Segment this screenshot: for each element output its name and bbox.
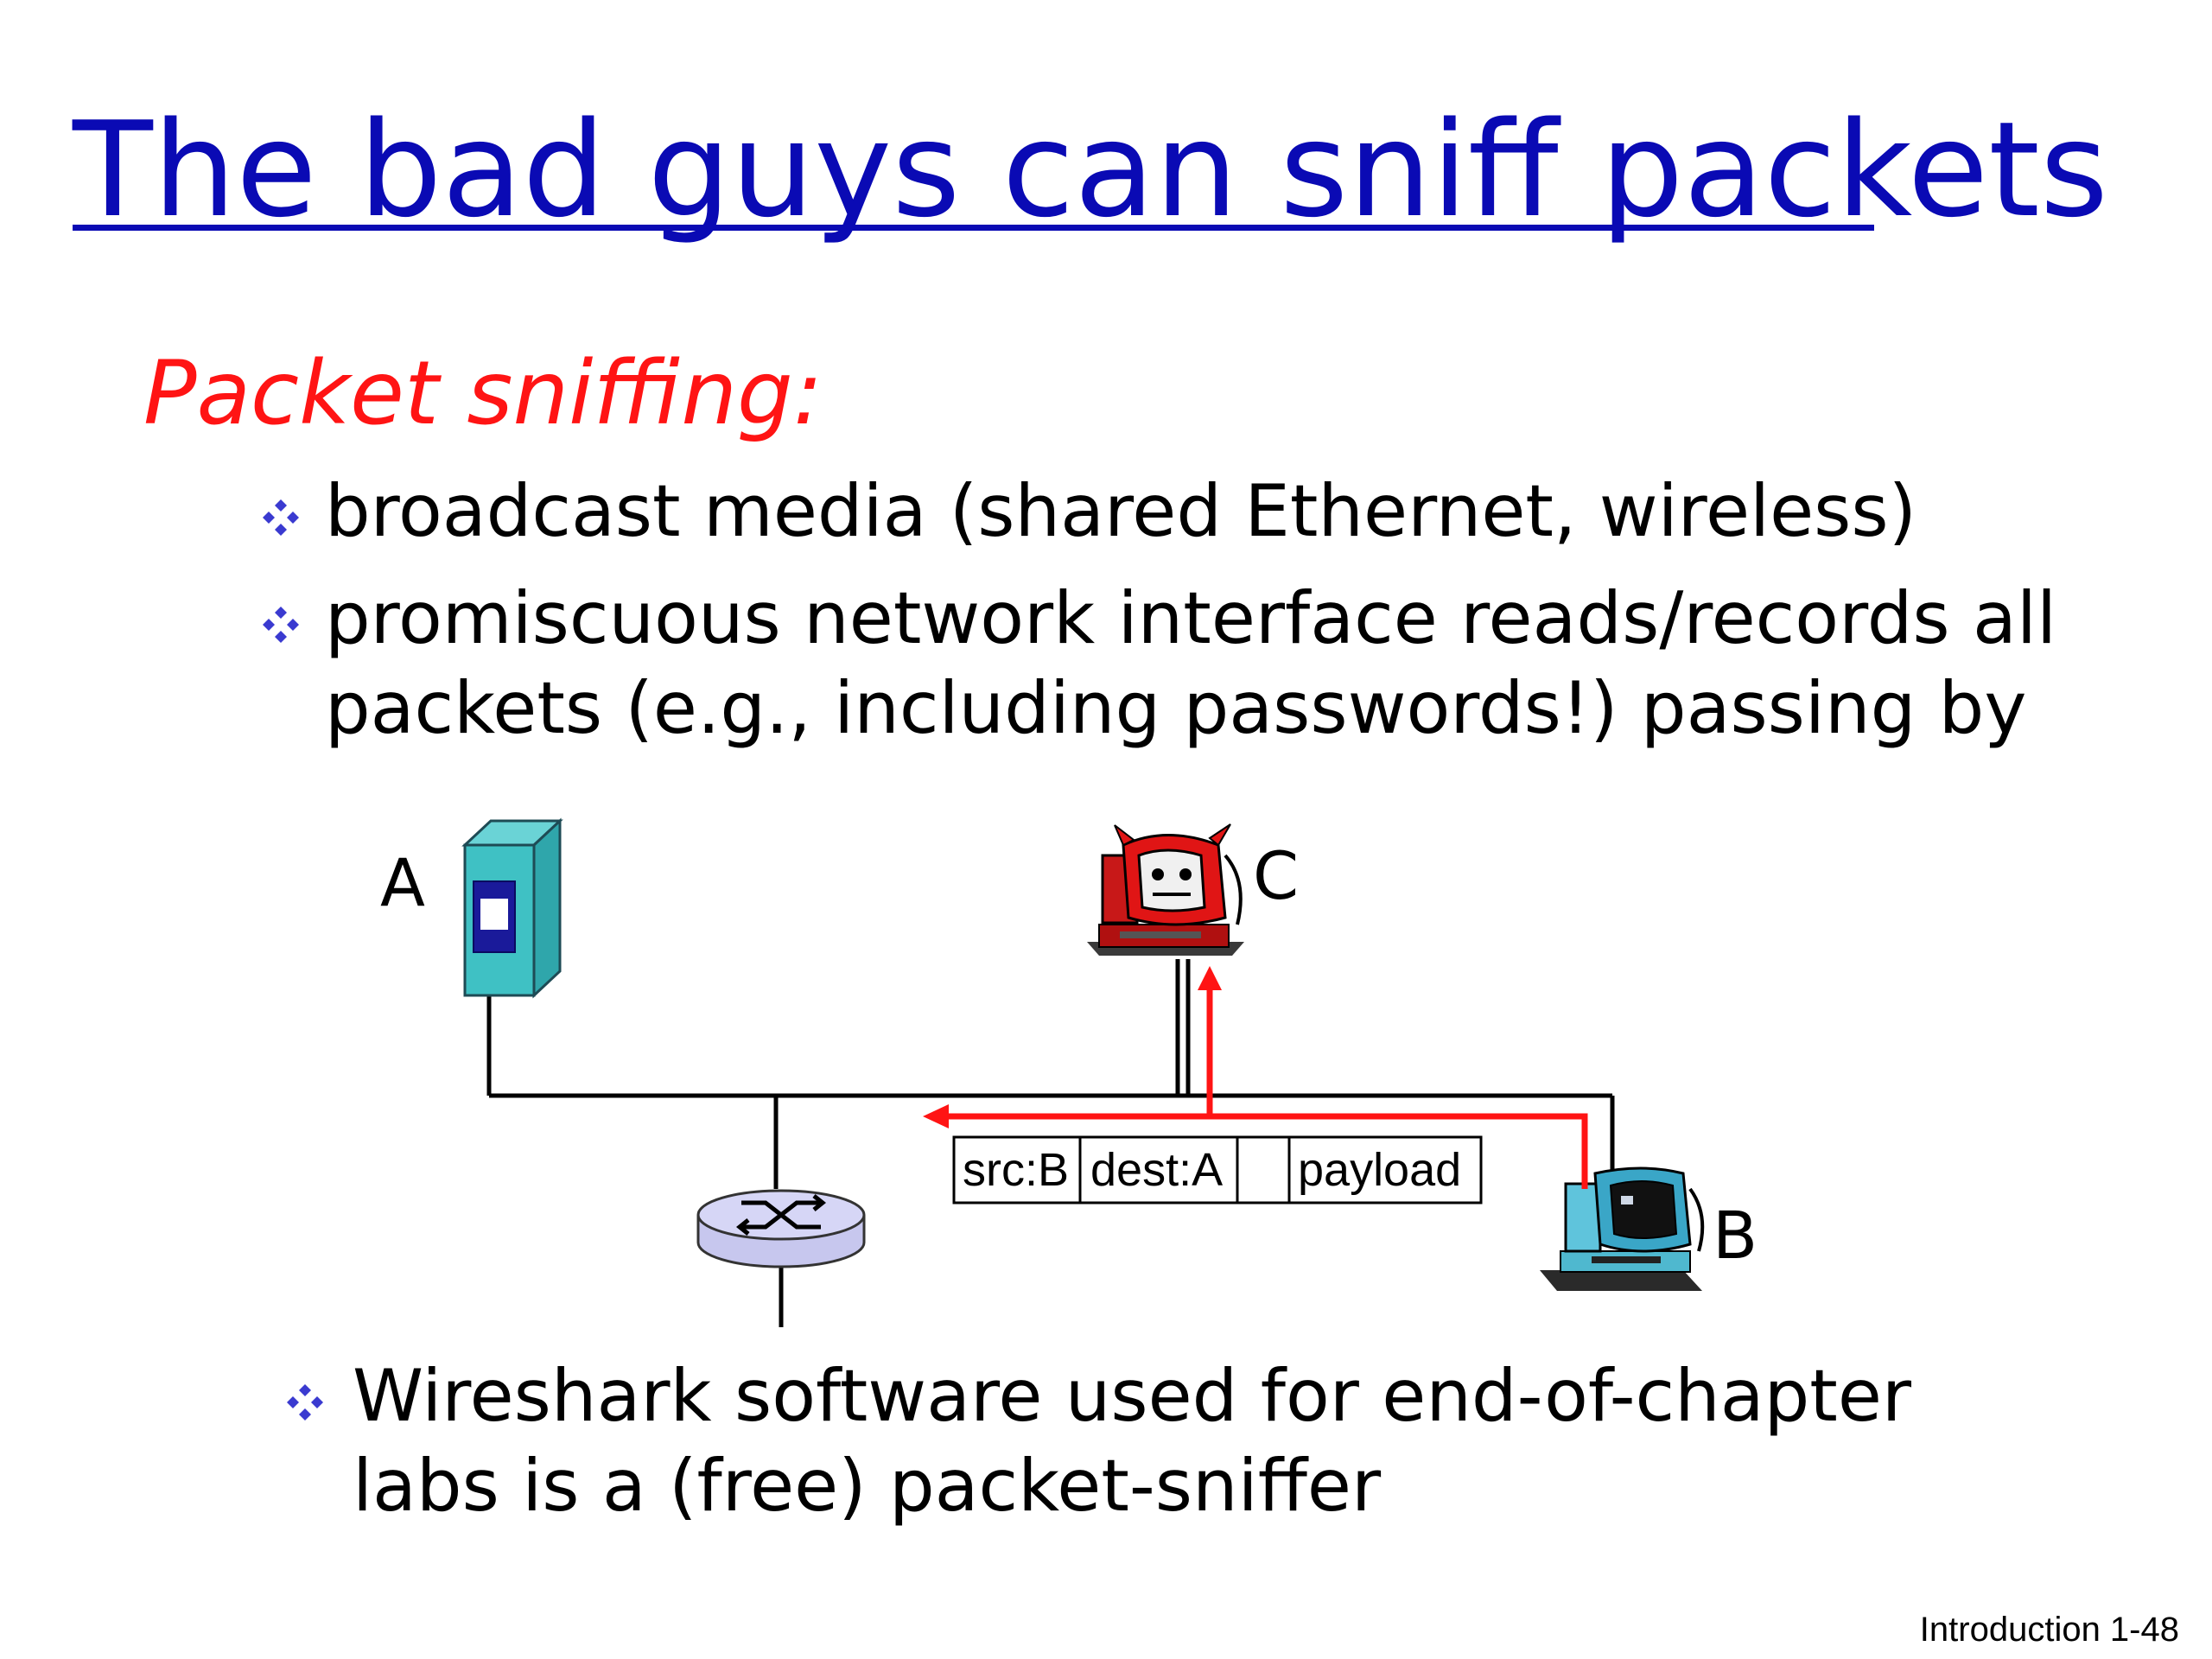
server-tower-icon: [465, 821, 560, 995]
packet-src: src:B: [963, 1144, 1069, 1196]
packet-dest: dest:A: [1090, 1144, 1223, 1196]
desktop-computer-icon: [1540, 1168, 1702, 1291]
packet-payload: payload: [1298, 1144, 1461, 1196]
packet-box: src:B dest:A payload: [954, 1137, 1481, 1203]
bullet-wireshark-line1: Wireshark software used for end-of-chapt…: [353, 1351, 1911, 1441]
node-b-label: B: [1713, 1197, 1758, 1274]
bullet-icon: [285, 1382, 325, 1422]
node-a-label: A: [380, 844, 425, 921]
router-icon: [698, 1191, 864, 1267]
bullet-wireshark-line2: labs is a (free) packet-sniffer: [353, 1441, 1381, 1531]
node-c-label: C: [1253, 837, 1299, 914]
slide-footer: Introduction 1-48: [1920, 1609, 2179, 1650]
evil-computer-icon: [1087, 824, 1244, 956]
